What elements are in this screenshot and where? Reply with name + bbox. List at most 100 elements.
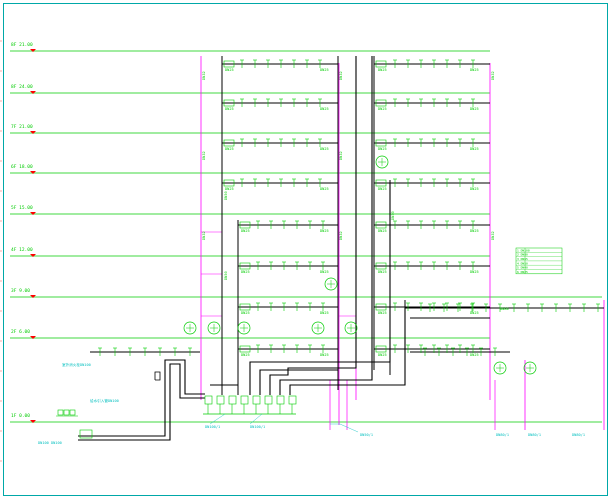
pipe-tag: DN25 [320,147,329,151]
equipment-group [56,59,600,439]
pipe-tag: DN25 [378,229,387,233]
pipe-tag: DN25 [320,270,329,274]
valve-box [239,345,251,353]
pipe-tag: DN25 [225,147,234,151]
riser-tag: DN32 [339,71,343,80]
valve-box [375,139,387,147]
legend-row-text: 6 DN25 [517,270,528,274]
bottom-tag: DN100/1 [205,425,220,429]
floor-level-label: 3F 9.00 [11,288,30,294]
riser-tag: DN50 [224,271,228,280]
pipe-tag: DN25 [378,147,387,151]
floor-level-label: 6F 18.00 [11,164,33,170]
valve-box [223,99,235,107]
water-meter [288,395,297,405]
valve-box [223,139,235,147]
hydrant-symbol [311,321,325,335]
pipe-tag: DN25 [378,68,387,72]
intake-meter [79,429,93,439]
pipe-tag: DN25 [241,270,250,274]
riser-tag: DN32 [339,231,343,240]
level-marker [30,91,36,94]
pipe-tag: DN25 [378,311,387,315]
pipe-tag: DN25 [470,187,479,191]
pipe-tag: DN25 [470,311,479,315]
pipe-tag: DN25 [470,229,479,233]
leader-line [249,413,263,425]
hydrant-symbol [523,361,537,375]
level-marker [30,336,36,339]
pipe-tag: DN25 [378,107,387,111]
pipe-tag: DN80 [500,307,509,311]
water-meter [204,395,213,405]
pipe-tag: DN25 [470,68,479,72]
intake-valve [69,409,76,416]
supply-main [269,56,357,395]
hydrant-symbol [493,361,507,375]
intake-label: 给水引入管DN100 [90,398,119,403]
riser-tag: DN32 [491,71,495,80]
legend-row-text: 2 DN80 [517,253,528,257]
pipe-tag: DN25 [470,270,479,274]
riser-tag: DN32 [339,151,343,160]
riser-tag: DN50 [224,191,228,200]
pipe-tag: DN25 [470,147,479,151]
water-meter [264,395,273,405]
pipe-tag: DN25 [378,270,387,274]
intake-valve [57,409,64,416]
bottom-tag: DN80/1 [496,433,509,437]
pipe-tag: DN25 [470,353,479,357]
floor-level-label: 5F 15.00 [11,205,33,211]
level-marker [30,420,36,423]
bottom-tag: DN80/1 [528,433,541,437]
valve-box [223,179,235,187]
pipe-tag: DN25 [225,107,234,111]
pipe-tag: DN25 [320,187,329,191]
supply-main [249,183,391,395]
water-meter [240,395,249,405]
floor-level-label: 1F 0.00 [11,413,30,419]
riser-tag: DN32 [202,231,206,240]
hose-branch-label: 室外消火栓DN100 [62,362,91,367]
pipe-tag: DN25 [320,107,329,111]
valve-box [239,221,251,229]
valve-box [223,60,235,68]
pipe-tag: DN25 [320,229,329,233]
supply-main [289,308,406,395]
floor-level-label: 2F 6.00 [11,329,30,335]
level-marker [30,295,36,298]
valve-box [375,345,387,353]
supply-main [78,359,205,437]
supply-main [279,56,373,395]
pipe-tag: DN25 [378,353,387,357]
water-meter [252,395,261,405]
valve-box [375,60,387,68]
pipe-tag: DN25 [241,353,250,357]
pipe-tag: DN25 [320,311,329,315]
level-marker [30,212,36,215]
pipe-tag: DN25 [320,68,329,72]
valve-box [375,303,387,311]
water-meter [276,395,285,405]
valve-box [375,99,387,107]
riser-pipes-group [200,56,605,430]
supply-main [259,369,338,395]
pipe-tag: DN25 [225,68,234,72]
leader-line [209,413,226,425]
valve-box [239,262,251,270]
valve-box [375,179,387,187]
bottom-tag: DN80/1 [572,433,585,437]
floor-level-label: 8F 21.00 [11,42,33,48]
drawing-border [3,3,608,496]
pipe-loop [154,371,161,381]
hydrant-symbol [324,277,338,291]
level-marker [30,254,36,257]
water-meter [216,395,225,405]
water-meter [228,395,237,405]
floor-level-label: 7F 21.00 [11,124,33,130]
hydrant-symbol [183,321,197,335]
riser-tag: DN32 [202,71,206,80]
